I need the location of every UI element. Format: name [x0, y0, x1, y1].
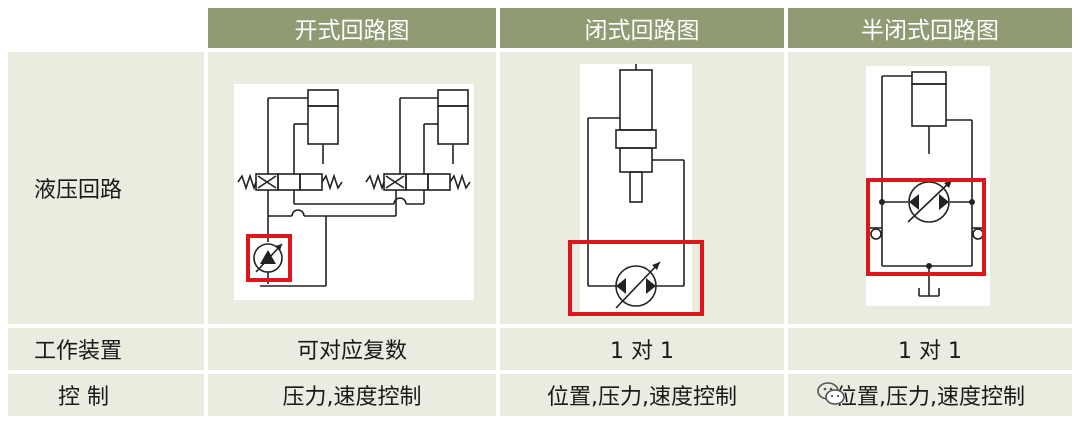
- header-open-circuit: 开式回路图: [208, 8, 496, 48]
- corner-blank: [8, 8, 204, 48]
- semi-closed-work-device: 1 对 1: [788, 328, 1072, 370]
- open-work-device: 可对应复数: [208, 328, 496, 370]
- row-label-work-device: 工作装置: [8, 328, 204, 370]
- open-circuit-diagram: [234, 84, 474, 300]
- open-control: 压力,速度控制: [208, 374, 496, 416]
- closed-control: 位置,压力,速度控制: [500, 374, 784, 416]
- row-label-control: 控 制: [8, 374, 204, 416]
- closed-work-device: 1 对 1: [500, 328, 784, 370]
- header-closed-circuit: 闭式回路图: [500, 8, 784, 48]
- semi-closed-pump-highlight: [866, 178, 986, 276]
- closed-circuit-diagram: [580, 64, 692, 316]
- header-semi-closed-circuit: 半闭式回路图: [788, 8, 1072, 48]
- closed-pump-highlight: [568, 240, 704, 316]
- semi-closed-circuit-diagram: [866, 66, 990, 306]
- row-label-hydraulic-circuit: 液压回路: [8, 52, 204, 324]
- open-pump-highlight: [246, 234, 292, 282]
- wechat-icon: [816, 380, 846, 408]
